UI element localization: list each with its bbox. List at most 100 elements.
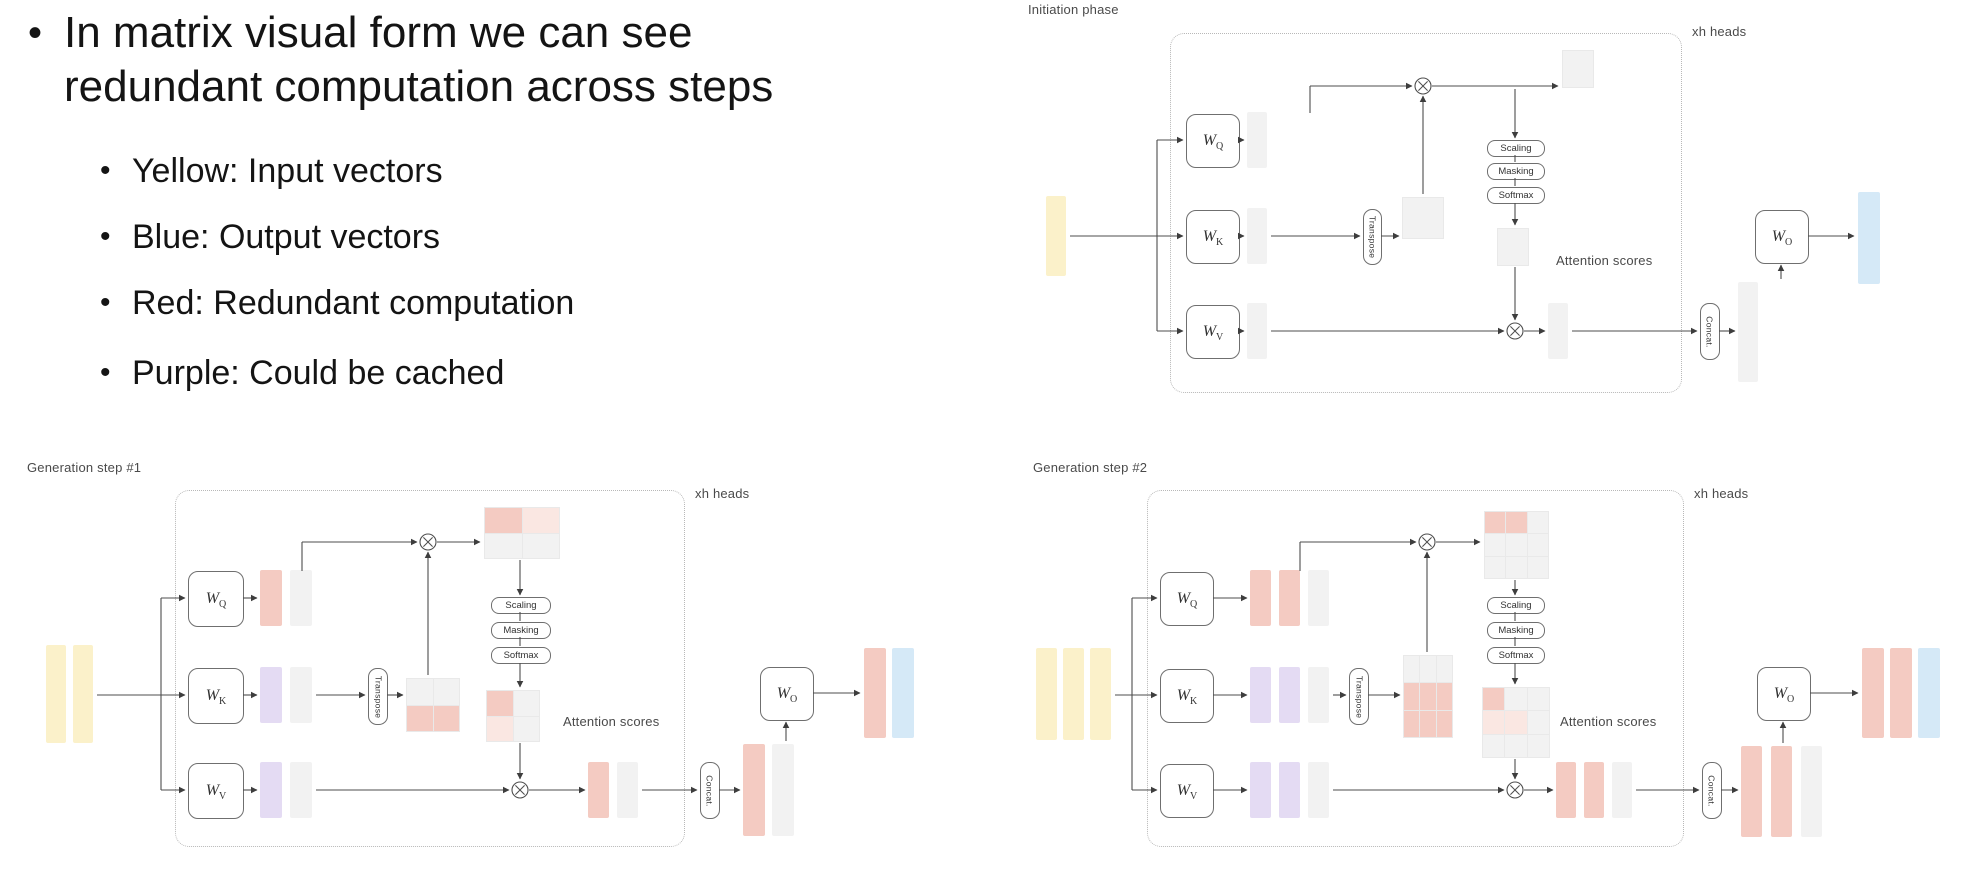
- attention-scores-matrix: [1497, 228, 1529, 266]
- transpose-pill-label: Transpose: [373, 675, 384, 718]
- matrix-cell: [433, 679, 459, 705]
- matrix-cell: [1527, 734, 1549, 757]
- wv-box: WV: [1160, 764, 1214, 818]
- diagram-title: Generation step #1: [27, 460, 142, 475]
- matrix-cell: [1403, 198, 1443, 238]
- matrix-cell: [1527, 534, 1548, 556]
- q-output-col: [1308, 570, 1329, 626]
- matrix-cell: [1483, 734, 1505, 757]
- final-output-col: [892, 648, 914, 738]
- k-output-col: [1250, 667, 1271, 723]
- matrix-cell: [1485, 512, 1506, 534]
- matrix-cell: [513, 716, 539, 741]
- k-output-col: [1247, 208, 1267, 264]
- matrix-cell: [1436, 683, 1452, 710]
- matrix-cell: [1506, 534, 1527, 556]
- qk-product-matrix: [1562, 50, 1594, 88]
- sub-bullet: •Purple: Could be cached: [100, 352, 504, 394]
- matrix-cell: [1527, 711, 1549, 734]
- bullet-marker: •: [100, 154, 111, 187]
- attention-output-col: [1584, 762, 1604, 818]
- wo-box: WO: [1755, 210, 1809, 264]
- transpose-pill-label: Transpose: [1367, 215, 1378, 259]
- sub-bullet-label: Red: Redundant computation: [132, 284, 575, 322]
- attention-scores-label: Attention scores: [1560, 714, 1657, 729]
- concat-pill-label: Concat.: [1707, 774, 1717, 807]
- matrix-cell: [1404, 710, 1420, 737]
- v-output-col: [1250, 762, 1271, 818]
- matrix-cell: [433, 705, 459, 731]
- wq-box: WQ: [1186, 114, 1240, 168]
- weight-matrix-label: WV: [1176, 782, 1198, 803]
- final-output-col: [864, 648, 886, 738]
- concat-output-col: [743, 744, 765, 836]
- wk-box: WK: [188, 668, 244, 724]
- q-output-col: [290, 570, 312, 626]
- matrix-cell: [1420, 656, 1436, 683]
- q-output-col: [260, 570, 282, 626]
- q-output-col: [1279, 570, 1300, 626]
- k-output-col: [290, 667, 312, 723]
- matrix-cell: [1505, 734, 1527, 757]
- matrix-cell: [1563, 51, 1593, 87]
- concat-output-col: [1801, 746, 1822, 837]
- matrix-cell: [487, 716, 513, 741]
- final-output-col: [1862, 648, 1884, 738]
- concat-output-col: [1771, 746, 1792, 837]
- concat-pill: Concat.: [1700, 303, 1720, 360]
- attention-output-col: [588, 762, 609, 818]
- attention-scores-matrix: [1482, 687, 1550, 758]
- matrix-cell: [1483, 711, 1505, 734]
- wo-box: WO: [760, 667, 814, 721]
- head-boundary-box: [1147, 490, 1684, 847]
- weight-matrix-label: WV: [1202, 323, 1224, 344]
- sub-bullet: •Blue: Output vectors: [100, 216, 440, 258]
- wo-box: WO: [1757, 667, 1811, 721]
- matrix-cell: [485, 533, 522, 558]
- bullet-marker: •: [100, 356, 111, 389]
- bullet-marker: •: [100, 286, 111, 319]
- sub-bullet: • Red: Redundant computation: [100, 282, 574, 324]
- matrix-cell: [1506, 512, 1527, 534]
- weight-matrix-label: WK: [205, 687, 227, 708]
- weight-matrix-label: WQ: [205, 590, 227, 611]
- xh-heads-label: xh heads: [1694, 486, 1749, 501]
- main-bullet-line-1: In matrix visual form we can see: [64, 8, 693, 57]
- concat-output-col: [1738, 282, 1758, 382]
- wq-box: WQ: [1160, 572, 1214, 626]
- matrix-cell: [522, 533, 559, 558]
- wk-box: WK: [1160, 669, 1214, 723]
- matrix-cell: [1483, 688, 1505, 711]
- attention-scores-label: Attention scores: [563, 714, 660, 729]
- diagram-title: Initiation phase: [1028, 2, 1119, 17]
- transpose-pill: Transpose: [1349, 668, 1369, 725]
- v-output-col: [1247, 303, 1267, 359]
- concat-pill-label: Concat.: [705, 774, 715, 807]
- weight-matrix-label: WK: [1202, 228, 1224, 249]
- matrix-cell: [1420, 683, 1436, 710]
- final-output-col: [1858, 192, 1880, 284]
- scaling-pill: Scaling: [1487, 597, 1545, 614]
- matrix-cell: [1404, 656, 1420, 683]
- k-transposed-matrix: [1402, 197, 1444, 239]
- k-output-col: [260, 667, 282, 723]
- concat-pill: Concat.: [1702, 762, 1722, 819]
- final-output-col: [1890, 648, 1912, 738]
- final-output-col: [1918, 648, 1940, 738]
- k-output-col: [1279, 667, 1300, 723]
- weight-matrix-label: WO: [776, 685, 798, 706]
- weight-matrix-label: WK: [1176, 687, 1198, 708]
- input-vector-col: [1090, 648, 1111, 740]
- k-transposed-matrix: [406, 678, 460, 732]
- masking-pill: Masking: [1487, 622, 1545, 639]
- attention-output-col: [1556, 762, 1576, 818]
- concat-output-col: [1741, 746, 1762, 837]
- xh-heads-label: xh heads: [1692, 24, 1747, 39]
- input-vector-col: [1046, 196, 1066, 276]
- input-vector-col: [1063, 648, 1084, 740]
- head-boundary-box: [175, 490, 685, 847]
- matrix-cell: [1420, 710, 1436, 737]
- concat-output-col: [772, 744, 794, 836]
- k-transposed-matrix: [1403, 655, 1453, 738]
- matrix-cell: [487, 691, 513, 716]
